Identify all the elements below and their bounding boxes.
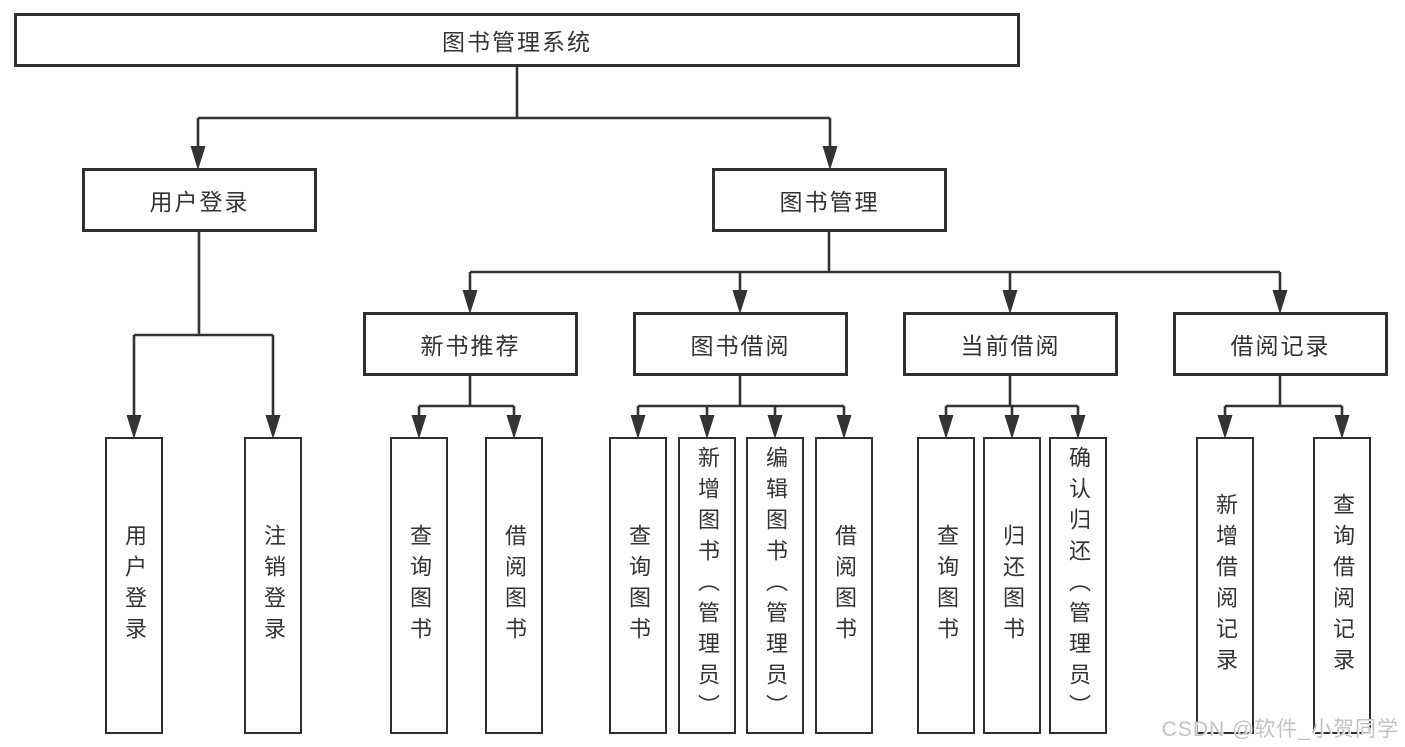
leaf-query-books-recommend: 查询图书: [390, 437, 448, 734]
node-current-borrowing: 当前借阅: [903, 312, 1118, 376]
leaf-edit-book-admin: 编辑图书（管理员）: [746, 437, 804, 734]
node-user-login: 用户登录: [82, 168, 317, 232]
node-borrowing-records: 借阅记录: [1173, 312, 1388, 376]
leaf-borrow-books-recommend: 借阅图书: [485, 437, 543, 734]
leaf-label: 新增图书（管理员）: [695, 446, 720, 725]
leaf-borrow-books: 借阅图书: [815, 437, 873, 734]
arrowhead: [822, 146, 838, 170]
node-book-borrowing: 图书借阅: [633, 312, 848, 376]
connector-user-login-group: [132, 232, 275, 421]
leaf-label: 确认归还（管理员）: [1066, 446, 1091, 725]
leaf-label: 用户登录: [122, 523, 147, 648]
connector-borrowing-records-group: [1223, 376, 1344, 421]
leaf-logout: 注销登录: [244, 437, 302, 734]
leaf-label: 注销登录: [261, 523, 286, 648]
leaf-add-book-admin: 新增图书（管理员）: [678, 437, 736, 734]
arrowhead: [767, 415, 783, 439]
leaf-add-borrow-record: 新增借阅记录: [1196, 437, 1254, 734]
node-label: 图书管理: [779, 189, 880, 215]
arrowhead: [630, 415, 646, 439]
arrowhead: [1334, 415, 1350, 439]
arrowhead: [836, 415, 852, 439]
node-label: 新书推荐: [420, 333, 521, 359]
node-label: 图书管理系统: [442, 29, 592, 55]
node-new-book-recommendation: 新书推荐: [363, 312, 578, 376]
connector-root: [196, 67, 832, 152]
arrowhead: [265, 415, 281, 439]
arrowhead: [1004, 415, 1020, 439]
leaf-label: 归还图书: [1000, 523, 1025, 648]
leaf-label: 借阅图书: [502, 523, 527, 648]
arrowhead: [506, 415, 522, 439]
leaf-label: 新增借阅记录: [1213, 492, 1238, 679]
leaf-return-book: 归还图书: [983, 437, 1041, 734]
arrowhead: [1070, 415, 1086, 439]
connector-current-borrowing-group: [944, 376, 1080, 421]
node-label: 当前借阅: [960, 333, 1061, 359]
arrowhead: [699, 415, 715, 439]
connector-book-borrowing-group: [636, 376, 846, 421]
arrowhead: [411, 415, 427, 439]
arrowhead: [462, 290, 478, 314]
leaf-confirm-return-admin: 确认归还（管理员）: [1049, 437, 1107, 734]
arrowhead: [1272, 290, 1288, 314]
connector-book-management-group: [468, 232, 1282, 296]
leaf-query-books-current: 查询图书: [917, 437, 975, 734]
leaf-user-login: 用户登录: [105, 437, 163, 734]
leaf-query-books-borrowing: 查询图书: [609, 437, 667, 734]
connector-new-book-group: [417, 376, 516, 421]
arrowhead: [938, 415, 954, 439]
leaf-label: 查询图书: [934, 523, 959, 648]
node-label: 图书借阅: [690, 333, 791, 359]
leaf-label: 编辑图书（管理员）: [763, 446, 788, 725]
arrowhead: [732, 290, 748, 314]
node-book-management: 图书管理: [712, 168, 947, 232]
leaf-label: 查询图书: [626, 523, 651, 648]
node-label: 借阅记录: [1230, 333, 1331, 359]
arrowhead: [126, 415, 142, 439]
leaf-label: 查询借阅记录: [1330, 492, 1355, 679]
arrowhead: [1002, 290, 1018, 314]
node-label: 用户登录: [149, 189, 250, 215]
leaf-query-borrow-record: 查询借阅记录: [1313, 437, 1371, 734]
csdn-watermark: CSDN @软件_小贺同学: [1161, 718, 1399, 741]
leaf-label: 查询图书: [407, 523, 432, 648]
node-library-management-system: 图书管理系统: [14, 13, 1020, 67]
arrowhead: [190, 146, 206, 170]
leaf-label: 借阅图书: [832, 523, 857, 648]
arrowhead: [1217, 415, 1233, 439]
